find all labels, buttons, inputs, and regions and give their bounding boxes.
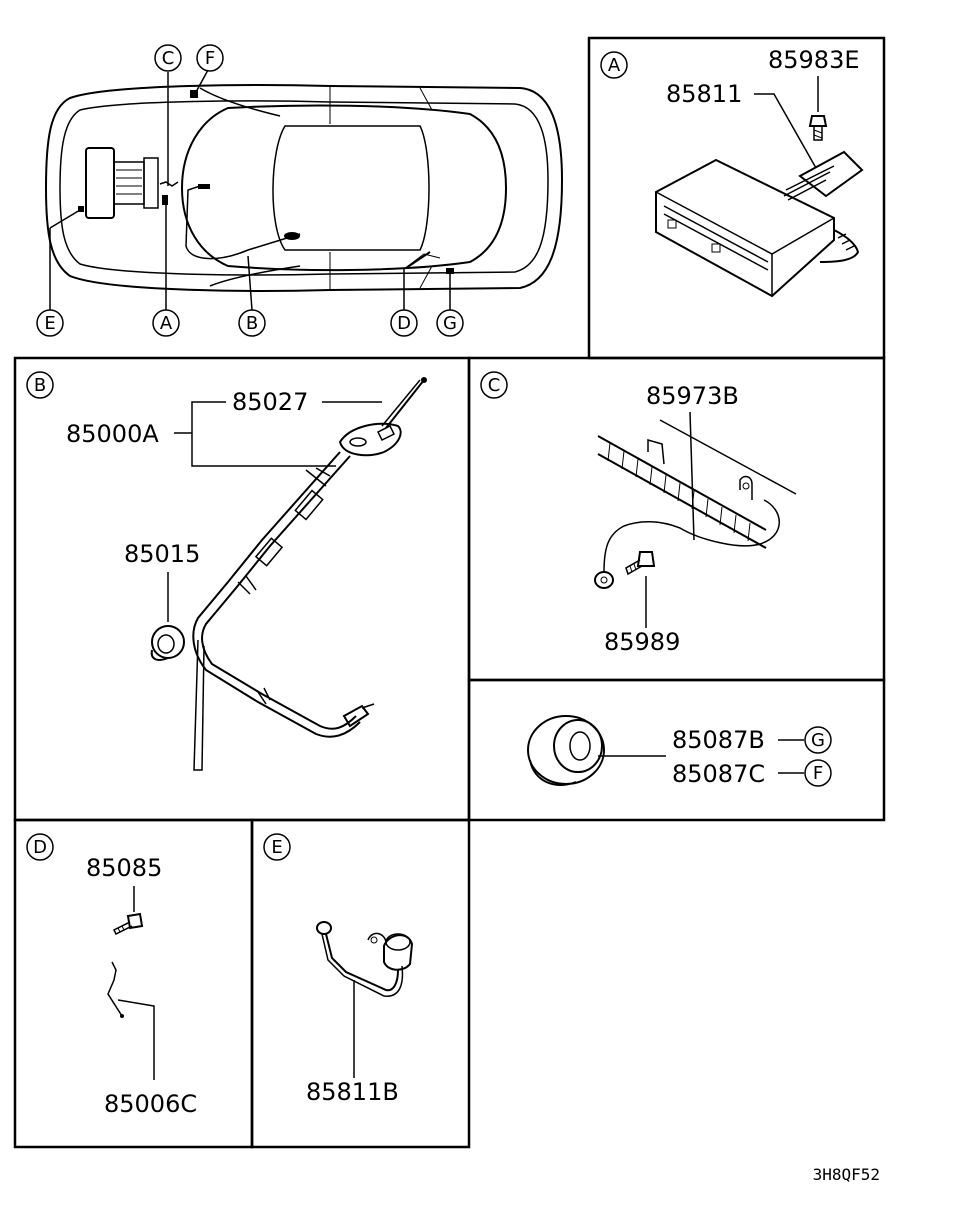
marker-f-label: F: [205, 48, 215, 69]
marker-a-label: A: [160, 313, 173, 334]
control-module: [655, 158, 835, 298]
label-85973b: 85973B: [646, 382, 739, 410]
panel-d-letter: D: [33, 837, 47, 858]
module-connector: [798, 150, 864, 198]
label-85027: 85027: [232, 388, 308, 416]
ref-f-label: F: [813, 763, 823, 784]
panel-c: C 85973B 85989: [480, 371, 797, 656]
antenna-base: [338, 422, 402, 457]
car-harness: [185, 185, 301, 260]
marker-c: C: [154, 44, 182, 72]
label-85087c: 85087C: [672, 760, 765, 788]
marker-g-label: G: [443, 313, 457, 334]
label-85015: 85015: [124, 540, 200, 568]
label-85085: 85085: [86, 854, 162, 882]
marker-d-label: D: [397, 313, 411, 334]
ground-wire: [603, 499, 780, 573]
car-body-outline: [44, 84, 564, 292]
panel-e-border: [250, 818, 471, 1149]
antenna-cable: [201, 455, 357, 730]
panel-d: D 85085 85006C: [26, 833, 197, 1118]
screw-85983e: [808, 115, 828, 127]
panel-grommet-border: [467, 678, 886, 822]
bolt-85989: [636, 551, 656, 567]
panel-b-letter: B: [34, 375, 46, 396]
overview-leaders: [49, 69, 451, 311]
panel-e: E 85811B: [263, 833, 414, 1106]
ground-terminal: [594, 571, 614, 589]
car-mirror-left: [199, 87, 281, 117]
marker-d: D: [390, 309, 418, 337]
marker-b: B: [238, 309, 266, 337]
marker-c-label: C: [162, 48, 175, 69]
wire-85006c: [107, 961, 123, 1017]
cable-connector: [342, 704, 370, 728]
panel-e-letter: E: [271, 837, 282, 858]
car-body-inner: [59, 100, 549, 276]
label-85087b: 85087B: [672, 726, 765, 754]
car-overview: [44, 84, 564, 292]
car-front-unit-cap: [143, 157, 159, 209]
ref-g-label: G: [811, 730, 825, 751]
label-85983e: 85983E: [768, 46, 860, 74]
marker-b-label: B: [246, 313, 258, 334]
label-85006c: 85006C: [104, 1090, 197, 1118]
wire-85811b: [325, 933, 399, 992]
marker-a: A: [152, 309, 180, 337]
label-85811: 85811: [666, 80, 742, 108]
marker-e: E: [36, 309, 64, 337]
panel-borders: [13, 36, 886, 1149]
panel-a-letter: A: [608, 55, 621, 76]
antenna-rod: [385, 379, 425, 429]
marker-g: G: [436, 309, 464, 337]
overview-markers: C F E A B D G: [36, 44, 464, 337]
car-roof: [272, 125, 430, 251]
car-front-unit: [85, 147, 115, 219]
panel-b: B 85027 85000A 85015: [26, 371, 427, 771]
label-85000a: 85000A: [66, 420, 159, 448]
panel-a: A 85983E 85811: [600, 46, 864, 298]
panel-grommet: 85087B 85087C G F: [527, 715, 832, 788]
ref-f: F: [804, 759, 832, 787]
diagram-code: 3H8QF52: [813, 1165, 880, 1184]
screw-85085: [126, 912, 144, 930]
label-85989: 85989: [604, 628, 680, 656]
marker-f: F: [196, 44, 224, 72]
car-mirror-right: [209, 265, 301, 287]
panel-c-letter: C: [488, 375, 501, 396]
label-85811b: 85811B: [306, 1078, 399, 1106]
car-front-unit-core: [113, 161, 145, 205]
car-cabin: [180, 104, 508, 272]
marker-e-label: E: [44, 313, 55, 334]
harness-bundle: [597, 435, 767, 531]
car-door-line-4: [419, 265, 433, 289]
sensor-e: [383, 934, 414, 971]
car-door-line-3: [419, 87, 433, 111]
ref-g: G: [804, 726, 832, 754]
